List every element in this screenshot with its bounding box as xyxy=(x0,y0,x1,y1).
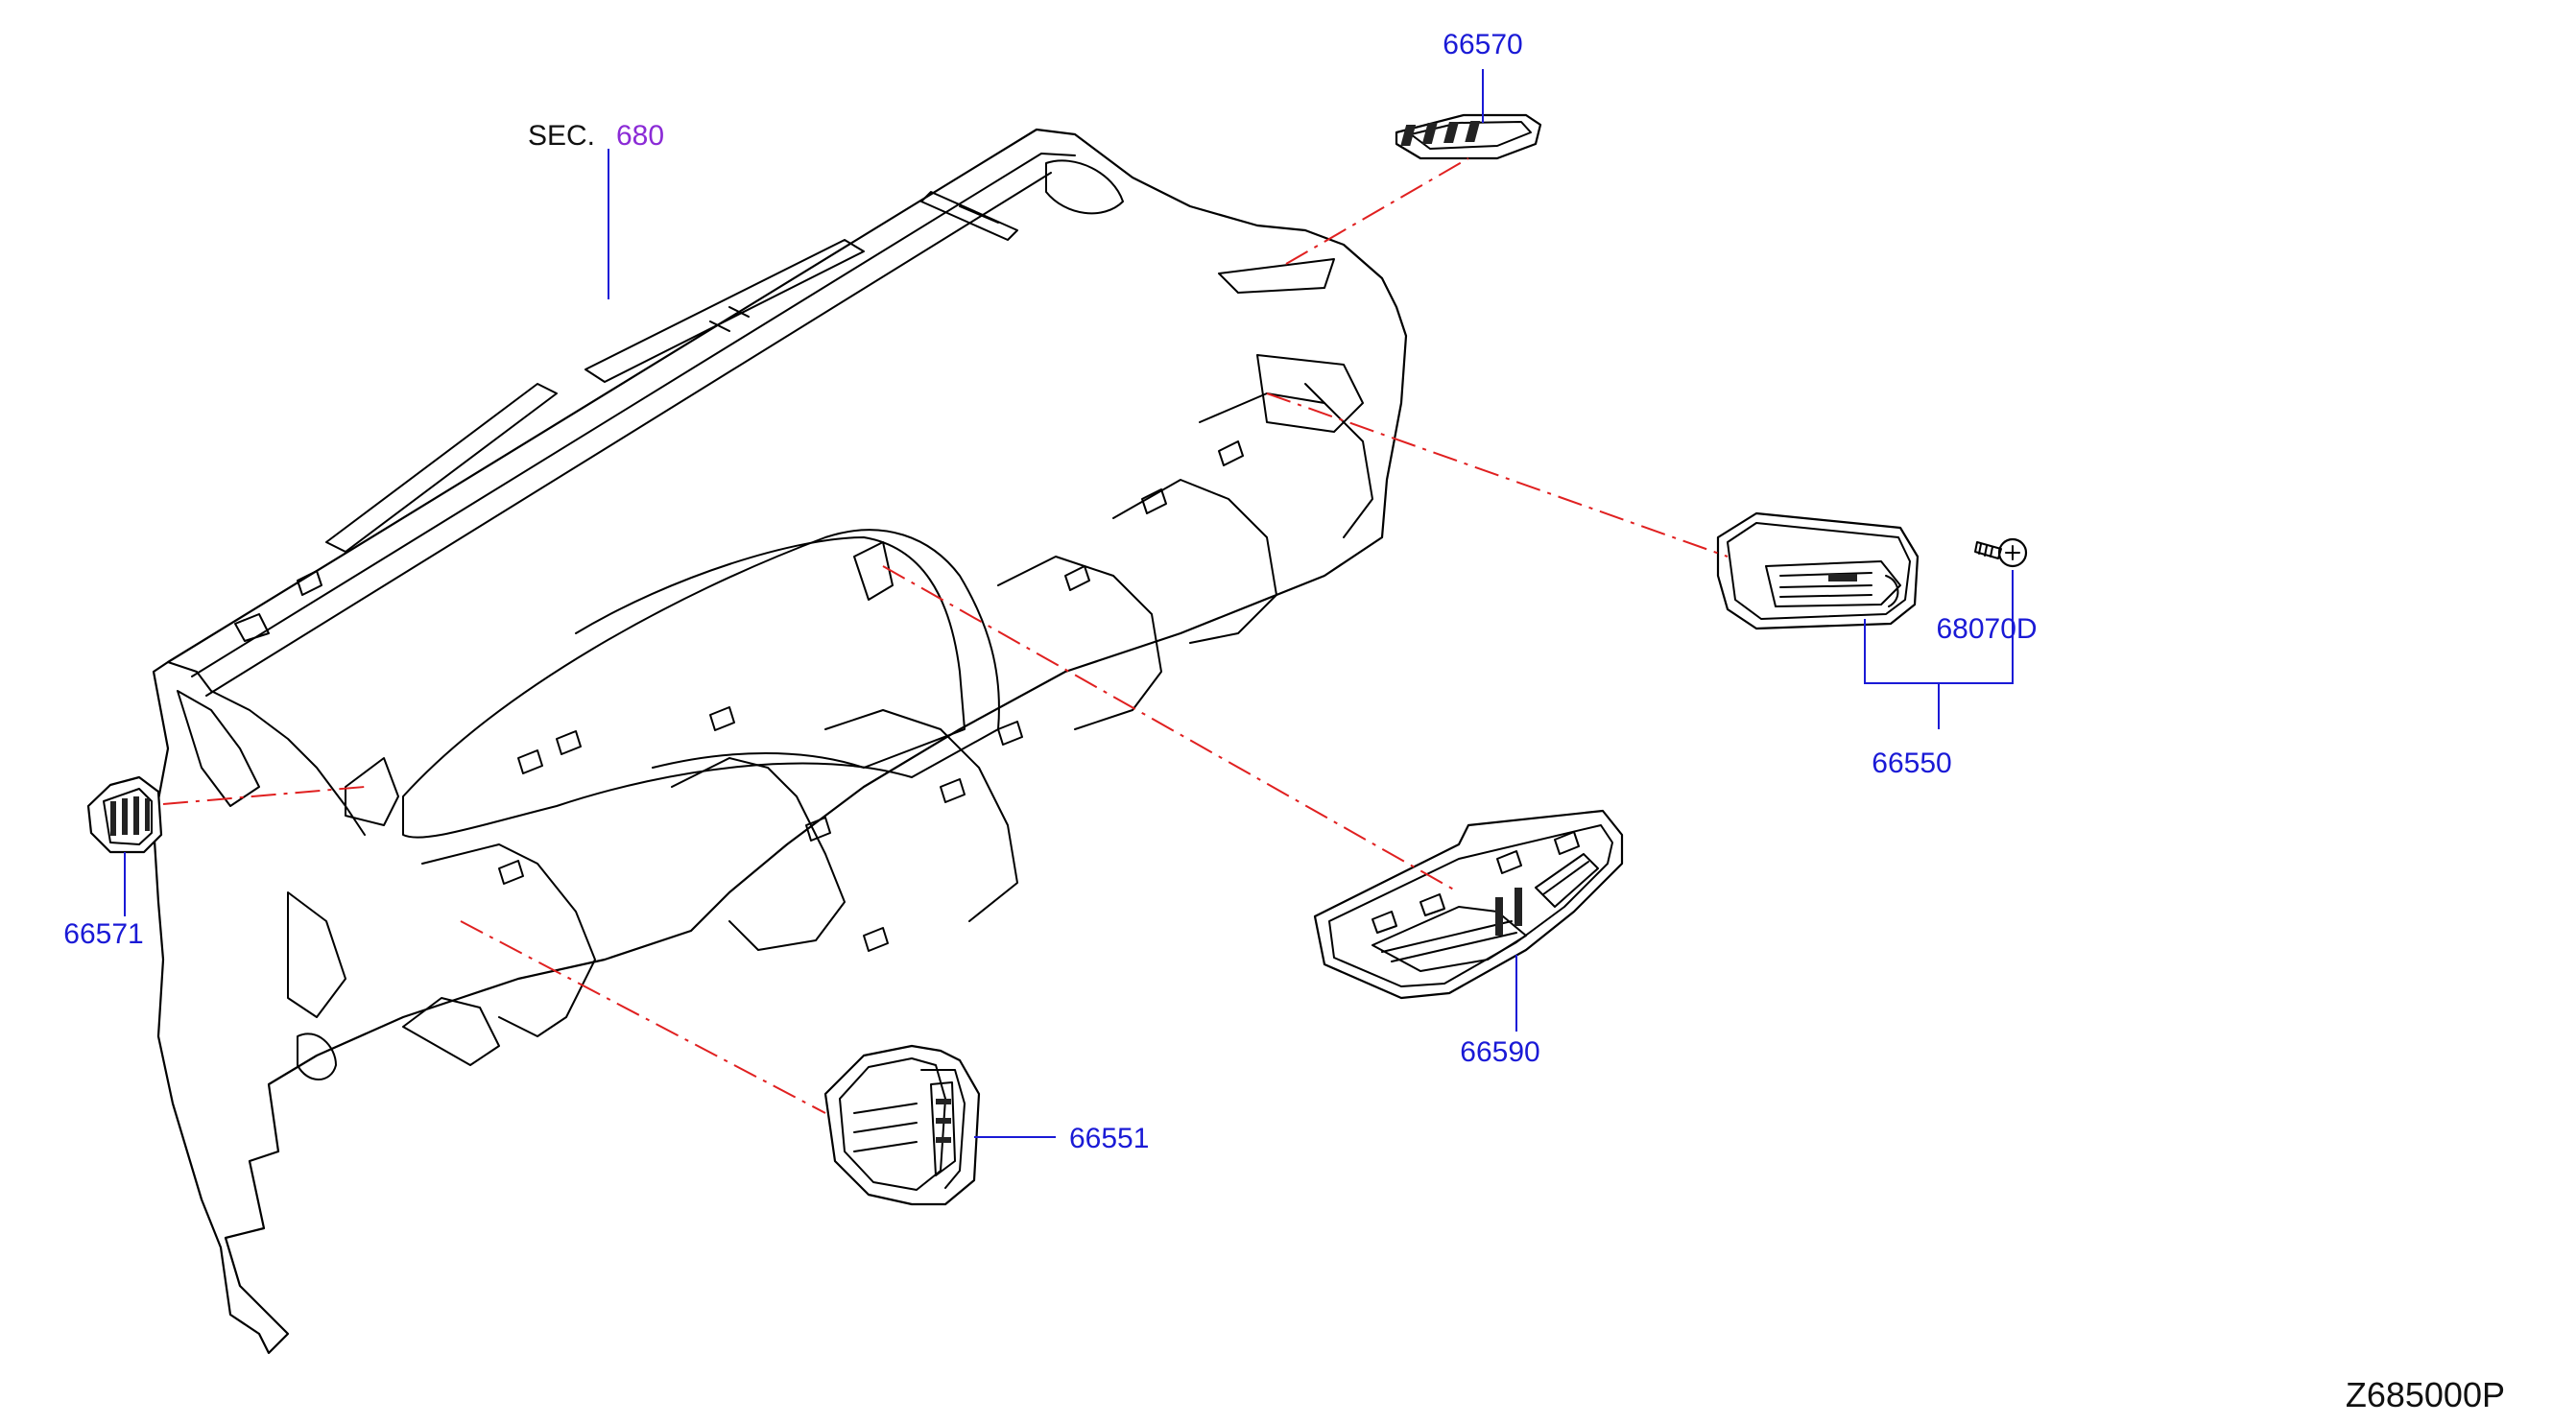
leader-lines xyxy=(124,69,2014,1138)
label-66550: 66550 xyxy=(1872,748,1951,779)
label-66590: 66590 xyxy=(1460,1036,1539,1068)
label-66551: 66551 xyxy=(1069,1123,1149,1154)
assembly-centerlines xyxy=(162,157,1729,1114)
clip-68070D-drawing xyxy=(1974,537,2028,568)
label-66570: 66570 xyxy=(1443,29,1522,60)
section-prefix: SEC. xyxy=(528,120,595,152)
instrument-panel-drawing xyxy=(152,128,1408,1355)
labels: 66570 SEC. 680 66571 68070D 66550 66590 … xyxy=(63,29,2505,1414)
vent-66550-drawing xyxy=(1716,511,1920,630)
label-66571: 66571 xyxy=(63,918,143,950)
vent-66551-drawing xyxy=(823,1044,981,1206)
vent-66590-drawing xyxy=(1313,809,1624,1000)
vent-66571-drawing xyxy=(86,775,163,854)
section-number: 680 xyxy=(616,120,664,152)
label-68070D: 68070D xyxy=(1936,613,2037,645)
vent-66570-drawing xyxy=(1395,113,1542,160)
diagram-reference-code: Z685000P xyxy=(2346,1375,2505,1414)
